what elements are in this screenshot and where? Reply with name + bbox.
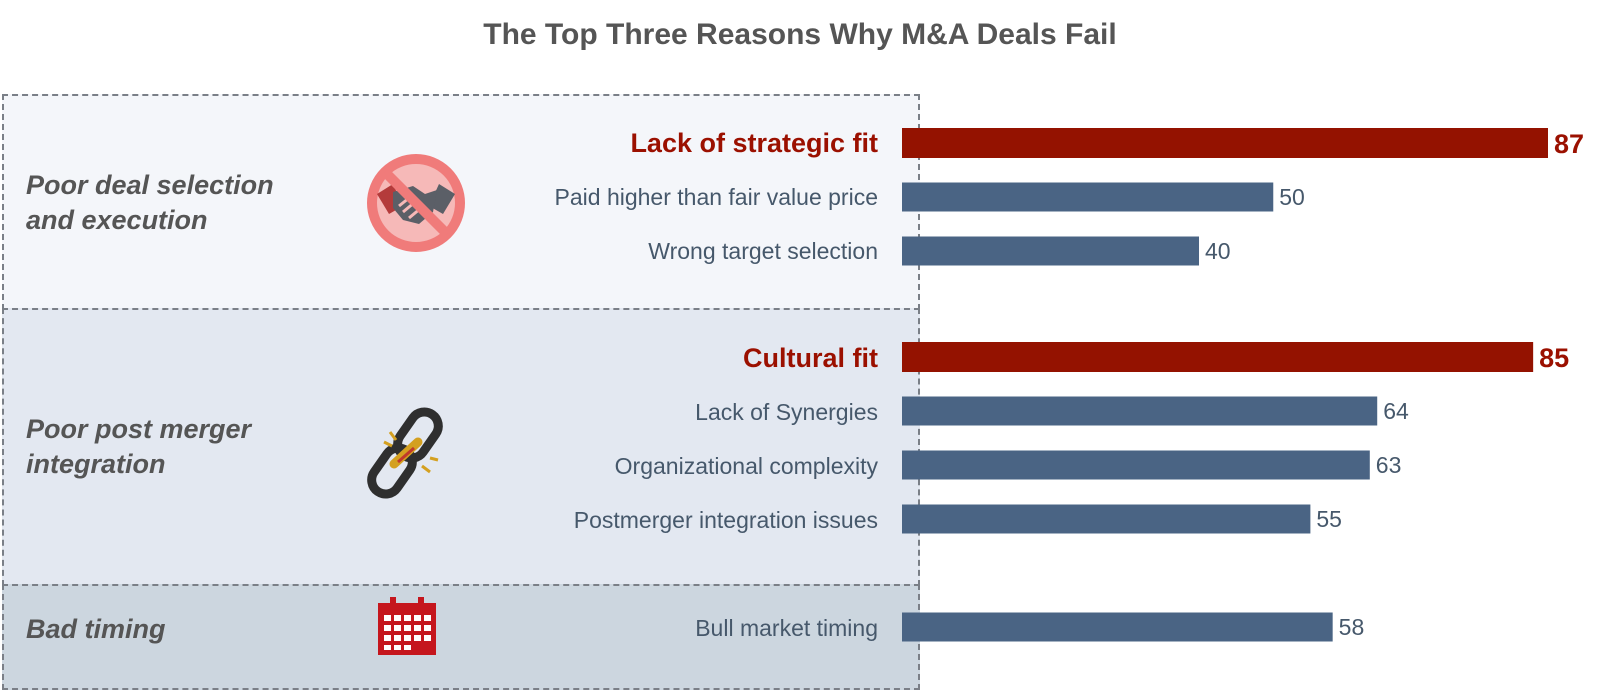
bar: [902, 182, 1274, 212]
category-label: Wrong target selection: [648, 238, 878, 264]
bar: [902, 396, 1378, 426]
bar: [902, 342, 1534, 372]
category-label: Postmerger integration issues: [573, 507, 878, 533]
category-label: Cultural fit: [743, 343, 878, 373]
bar: [902, 504, 1311, 534]
value-label: 40: [1205, 238, 1231, 264]
category-label: Lack of strategic fit: [630, 128, 878, 158]
category-label: Lack of Synergies: [695, 399, 878, 425]
broken-chain-icon: [367, 407, 443, 499]
category-label: Organizational complexity: [614, 453, 878, 479]
group-panel-bad-timing: Bad timing: [2, 584, 920, 690]
bar: [902, 236, 1200, 266]
bar: [902, 450, 1370, 480]
group-panel-post-merger: Poor post merger integration: [2, 308, 920, 586]
no-handshake-icon: [367, 154, 465, 252]
value-label: 85: [1539, 343, 1569, 373]
category-label: Bull market timing: [695, 615, 878, 641]
value-label: 63: [1376, 452, 1402, 478]
category-label: Paid higher than fair value price: [554, 184, 878, 210]
value-label: 58: [1339, 614, 1365, 640]
group-label: Bad timing: [26, 614, 166, 644]
calendar-icon: [378, 597, 436, 655]
value-label: 55: [1316, 506, 1342, 532]
chart-title: The Top Three Reasons Why M&A Deals Fail: [483, 18, 1117, 51]
value-label: 87: [1554, 129, 1584, 159]
value-label: 50: [1279, 184, 1305, 210]
group-label: Poor post merger integration: [26, 414, 252, 479]
bar: [902, 128, 1548, 158]
value-label: 64: [1383, 398, 1409, 424]
bar: [902, 612, 1333, 642]
group-label: Poor deal selection and execution: [26, 170, 274, 235]
